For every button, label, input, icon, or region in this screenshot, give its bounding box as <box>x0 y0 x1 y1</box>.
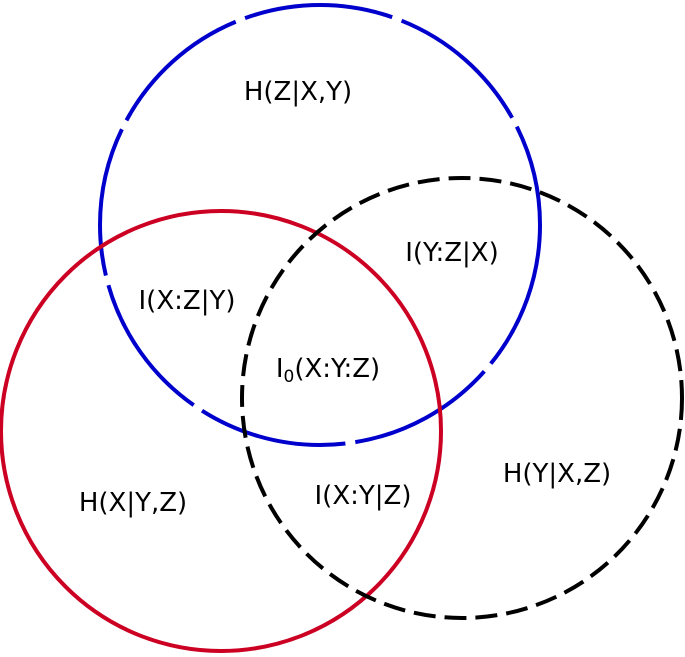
label-i0-prefix: I <box>275 354 284 384</box>
circle-x <box>0 209 443 653</box>
label-h-x-given-yz: H(X|Y,Z) <box>78 488 188 518</box>
label-i-xz-given-y: I(X:Z|Y) <box>138 286 236 316</box>
label-i0-subscript: 0 <box>283 367 295 387</box>
circle-y <box>240 176 684 620</box>
label-i0-xyz: I0(X:Y:Z) <box>276 356 380 386</box>
label-i-yz-given-x: I(Y:Z|X) <box>405 238 499 268</box>
label-i0-rest: (X:Y:Z) <box>294 354 381 384</box>
label-h-z-given-xy: H(Z|X,Y) <box>243 77 353 107</box>
label-h-y-given-xz: H(Y|X,Z) <box>502 459 612 489</box>
circle-z <box>98 3 542 447</box>
label-i-xy-given-z: I(X:Y|Z) <box>314 481 412 511</box>
